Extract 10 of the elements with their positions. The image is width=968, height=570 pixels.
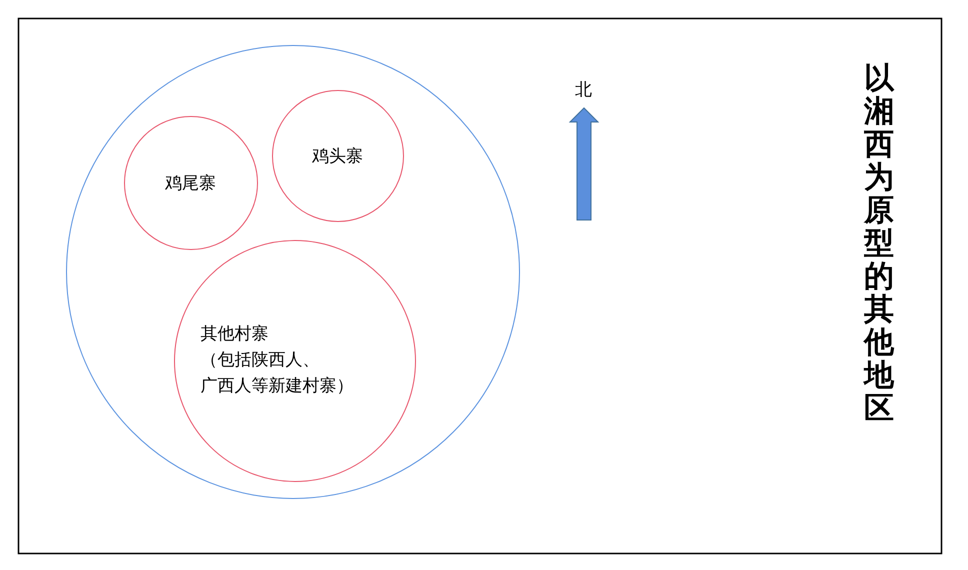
village-note: （包括陕西人、广西人等新建村寨） xyxy=(200,348,354,398)
circle xyxy=(66,45,520,499)
circle xyxy=(272,90,404,222)
title: 以湘西为原型的其他地区 xyxy=(864,62,894,425)
village-label: 鸡尾寨 xyxy=(165,172,216,194)
village-label: 其他村寨 xyxy=(200,322,268,344)
circle xyxy=(124,116,258,250)
village-label: 鸡头寨 xyxy=(312,145,363,167)
north-label: 北 xyxy=(575,79,592,101)
circle xyxy=(174,240,416,482)
